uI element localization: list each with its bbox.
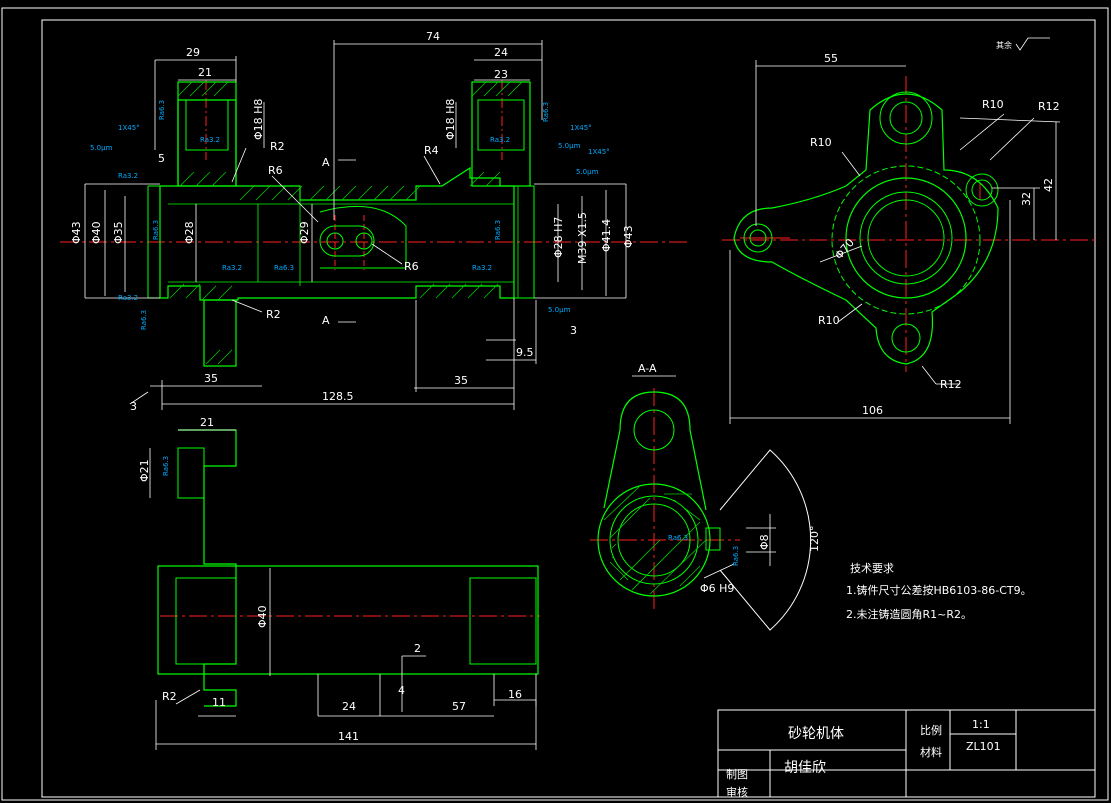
dia-28: Φ28 [183, 221, 196, 244]
tech-title: 技术要求 [850, 562, 894, 575]
corner-roughness-icon [1015, 37, 1050, 51]
side-dim-55: 55 [824, 52, 838, 65]
bottom-dia-40: Φ40 [256, 605, 269, 628]
chamfer-left: 1X45° [118, 124, 140, 132]
section-angle: 120° [808, 526, 821, 553]
radius-r2-top: R2 [270, 140, 285, 153]
roughness-11: Ra3.2 [118, 294, 138, 302]
dim-29: 29 [186, 46, 200, 59]
roughness-6: Ra6.3 [152, 220, 160, 240]
bottom-dim-24: 24 [342, 700, 356, 713]
radius-r4: R4 [424, 144, 439, 157]
designer-name: 胡佳欣 [784, 760, 826, 776]
bottom-dim-141: 141 [338, 730, 359, 743]
side-dim-106: 106 [862, 404, 883, 417]
bottom-dim-16: 16 [508, 688, 522, 701]
roughness-3: Ra6.3 [158, 100, 166, 120]
roughness-10: Ra6.3 [494, 220, 502, 240]
dia-18-h8-left: Φ18 H8 [252, 99, 265, 140]
note-1: 5.0μm [90, 144, 113, 152]
drawing-title: 砂轮机体 [788, 726, 844, 742]
side-view [722, 76, 1098, 372]
dia-35-left: Φ35 [112, 221, 125, 244]
bottom-roughness: Ra6.3 [162, 456, 170, 476]
material-value: ZL101 [966, 740, 1001, 753]
dia-43-right: Φ43 [622, 225, 635, 248]
dim-35-left: 35 [204, 372, 218, 385]
dim-128-5: 128.5 [322, 390, 354, 403]
tech-line-1: 1.铸件尺寸公差按HB6103-86-CT9。 [846, 583, 1032, 597]
section-mark-top: A [322, 156, 330, 169]
bottom-radius-r2: R2 [162, 690, 177, 703]
side-radius-r12-bottom: R12 [940, 378, 962, 391]
note-2: 5.0μm [558, 142, 581, 150]
check-label: 审核 [726, 785, 748, 799]
roughness-2: Ra3.2 [490, 136, 510, 144]
dia-40-left: Φ40 [90, 221, 103, 244]
roughness-12: Ra6.3 [140, 310, 148, 330]
dia-29: Φ29 [298, 221, 311, 244]
dia-18-h8-right: Φ18 H8 [444, 99, 457, 140]
dim-35-right: 35 [454, 374, 468, 387]
roughness-4: Ra6.3 [542, 102, 550, 122]
section-title: A-A [638, 362, 657, 375]
section-view [590, 375, 812, 631]
inner-frame [41, 19, 1096, 798]
bottom-view [157, 429, 540, 716]
title-block-frame [717, 709, 1096, 798]
radius-r6-lower: R6 [404, 260, 419, 273]
roughness-7: Ra3.2 [222, 264, 242, 272]
bottom-dia-21: Φ21 [138, 459, 151, 482]
scale-label: 比例 [920, 723, 942, 737]
radius-r6-upper: R6 [268, 164, 283, 177]
note-4: 5.0μm [548, 306, 571, 314]
side-radius-r10-top: R10 [982, 98, 1004, 111]
draw-label: 制图 [726, 768, 748, 781]
dim-23: 23 [494, 68, 508, 81]
dim-3-right: 3 [570, 324, 577, 337]
side-radius-r10-left: R10 [810, 136, 832, 149]
bottom-dim-2: 2 [414, 642, 421, 655]
chamfer-right-1: 1X45° [570, 124, 592, 132]
bottom-dim-57: 57 [452, 700, 466, 713]
corner-roughness-mark: 其余 [996, 40, 1012, 50]
bottom-dim-21: 21 [200, 416, 214, 429]
note-3: 5.0μm [576, 168, 599, 176]
side-dim-42: 42 [1042, 178, 1055, 192]
chamfer-right-2: 1X45° [588, 148, 610, 156]
thread-m39: M39 X1.5 [576, 212, 589, 264]
tech-line-2: 2.未注铸造圆角R1~R2。 [846, 607, 972, 621]
roughness-5: Ra3.2 [118, 172, 138, 180]
bottom-dim-11: 11 [212, 696, 226, 709]
side-radius-r12-top: R12 [1038, 100, 1060, 113]
scale-value: 1:1 [972, 718, 990, 731]
dia-43-left: Φ43 [70, 221, 83, 244]
roughness-1: Ra3.2 [200, 136, 220, 144]
section-dia-6-h9: Φ6 H9 [700, 582, 734, 595]
dim-24: 24 [494, 46, 508, 59]
bottom-dim-4: 4 [398, 684, 405, 697]
dim-74: 74 [426, 30, 440, 43]
section-mark-bottom: A [322, 314, 330, 327]
material-label: 材料 [920, 745, 942, 759]
section-roughness-1: Ra6.3 [668, 534, 688, 542]
dim-9-5: 9.5 [516, 346, 534, 359]
outer-frame [1, 7, 1109, 801]
front-view [60, 80, 690, 367]
dim-3-left: 3 [130, 400, 137, 413]
side-radius-r10-bottom: R10 [818, 314, 840, 327]
roughness-9: Ra3.2 [472, 264, 492, 272]
dia-41-4: Φ41.4 [600, 219, 613, 252]
section-roughness-2: Ra6.3 [732, 546, 740, 566]
dim-21: 21 [198, 66, 212, 79]
dia-28-h7: Φ28 H7 [552, 217, 565, 258]
roughness-8: Ra6.3 [274, 264, 294, 272]
side-dim-32: 32 [1020, 192, 1033, 206]
dim-5: 5 [158, 152, 165, 165]
section-dia-8: Φ8 [758, 534, 771, 550]
radius-r2-bottom: R2 [266, 308, 281, 321]
